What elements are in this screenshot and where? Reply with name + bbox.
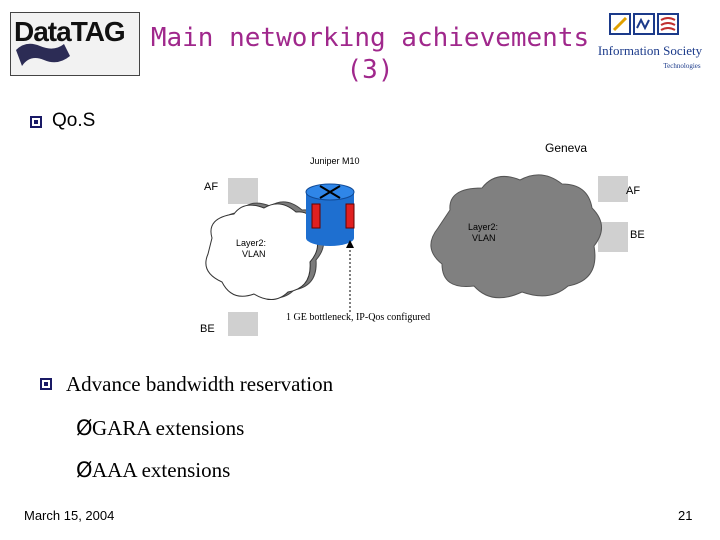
slide-title: Main networking achievements (3) (140, 22, 600, 86)
queue-right (345, 203, 355, 229)
label-router: Juniper M10 (310, 156, 360, 166)
label-cloud-left-2: VLAN (242, 249, 266, 259)
datatag-logo-text: DataTAG (14, 16, 126, 47)
label-be-left: BE (200, 323, 215, 335)
label-cloud-right-2: VLAN (472, 233, 496, 243)
label-be-right: BE (630, 229, 645, 241)
ist-logo: Information Society Technologies (598, 13, 703, 70)
sub-arrow-icon: Ø (76, 458, 93, 482)
qos-diagram: Geneva Juniper M10 AF AF BE BE Layer2: V… (200, 141, 645, 336)
arrow-head-icon (346, 240, 354, 248)
host-af-right (598, 176, 628, 202)
cloud-left (205, 201, 324, 300)
bullet-qos: Qo.S (52, 110, 96, 131)
label-af-left: AF (204, 181, 218, 193)
label-cloud-left-1: Layer2: (236, 238, 266, 248)
ist-logo-line1: Information Society (598, 43, 703, 58)
host-be-right (598, 222, 628, 252)
host-af-left (228, 178, 258, 204)
bullet-bandwidth-reservation: Advance bandwidth reservation (66, 372, 334, 396)
bullet-icon (30, 116, 42, 128)
host-be-left (228, 312, 258, 336)
label-cloud-right-1: Layer2: (468, 222, 498, 232)
slide-title-line1: Main networking achievements (150, 23, 590, 53)
queue-left (311, 203, 321, 229)
footer-page-number: 21 (678, 508, 693, 523)
sub-arrow-icon: Ø (76, 416, 93, 440)
cloud-right (430, 174, 602, 299)
label-af-right: AF (626, 185, 640, 197)
footer-date: March 15, 2004 (24, 508, 115, 523)
label-bottleneck: 1 GE bottleneck, IP-Qos configured (286, 312, 430, 323)
sub-aaa: AAA extensions (92, 458, 231, 482)
map-icon (16, 43, 70, 66)
bullet-icon (40, 378, 52, 390)
sub-gara: GARA extensions (92, 416, 245, 440)
label-geneva: Geneva (545, 141, 587, 155)
slide-title-line2: (3) (346, 55, 394, 85)
ist-logo-line2: Technologies (663, 62, 700, 70)
